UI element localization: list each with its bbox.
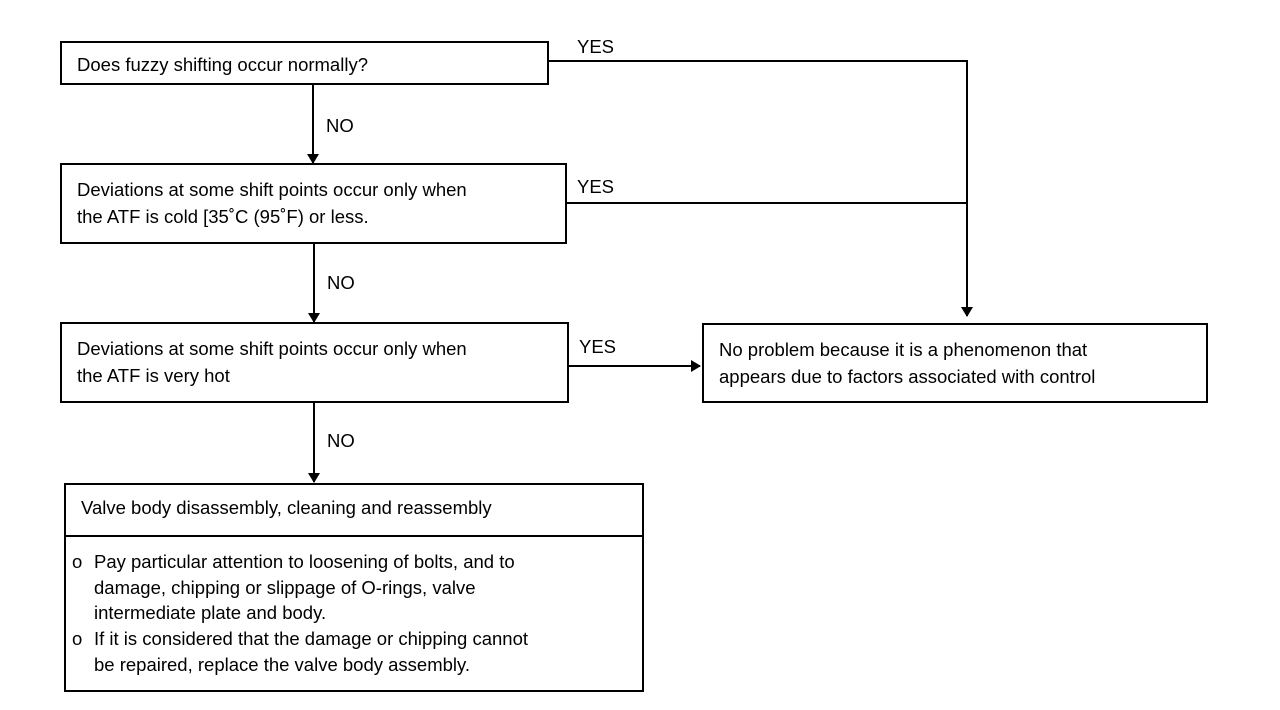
action-note-2: o If it is considered that the damage or… xyxy=(72,626,528,677)
result-box-no-problem: No problem because it is a phenomenon th… xyxy=(702,323,1208,403)
no-label-q3: NO xyxy=(327,430,355,451)
action-box-valve-body: Valve body disassembly, cleaning and rea… xyxy=(64,483,644,692)
note-line: Pay particular attention to loosening of… xyxy=(94,551,515,572)
action-divider xyxy=(66,535,642,537)
note-line: damage, chipping or slippage of O-rings,… xyxy=(94,576,476,598)
yes-label-q1: YES xyxy=(577,36,615,57)
no-label-q2: NO xyxy=(327,272,355,293)
note-line: If it is considered that the damage or c… xyxy=(94,628,528,649)
question-text-line2: the ATF is very hot xyxy=(77,365,230,386)
action-note-1: o Pay particular attention to loosening … xyxy=(72,549,515,626)
question-box-fuzzy-shifting: Does fuzzy shifting occur normally? xyxy=(60,41,549,85)
action-title: Valve body disassembly, cleaning and rea… xyxy=(81,497,492,518)
yes-label-q3: YES xyxy=(579,336,617,357)
result-text-line2: appears due to factors associated with c… xyxy=(719,366,1096,387)
bullet-mark: o xyxy=(72,551,83,572)
bullet-mark: o xyxy=(72,628,83,649)
yes-connector-q1 xyxy=(548,60,973,317)
question-text: Does fuzzy shifting occur normally? xyxy=(77,54,368,75)
note-line: be repaired, replace the valve body asse… xyxy=(94,653,471,675)
question-text-line1: Deviations at some shift points occur on… xyxy=(77,179,467,200)
no-label-q1: NO xyxy=(326,115,354,136)
question-text-line1: Deviations at some shift points occur on… xyxy=(77,338,467,359)
question-box-cold-atf: Deviations at some shift points occur on… xyxy=(60,163,567,244)
question-box-hot-atf: Deviations at some shift points occur on… xyxy=(60,322,569,403)
yes-label-q2: YES xyxy=(577,176,615,197)
question-text-line2: the ATF is cold [35˚C (95˚F) or less. xyxy=(77,206,369,227)
result-text-line1: No problem because it is a phenomenon th… xyxy=(719,339,1088,360)
note-line: intermediate plate and body. xyxy=(94,602,327,623)
